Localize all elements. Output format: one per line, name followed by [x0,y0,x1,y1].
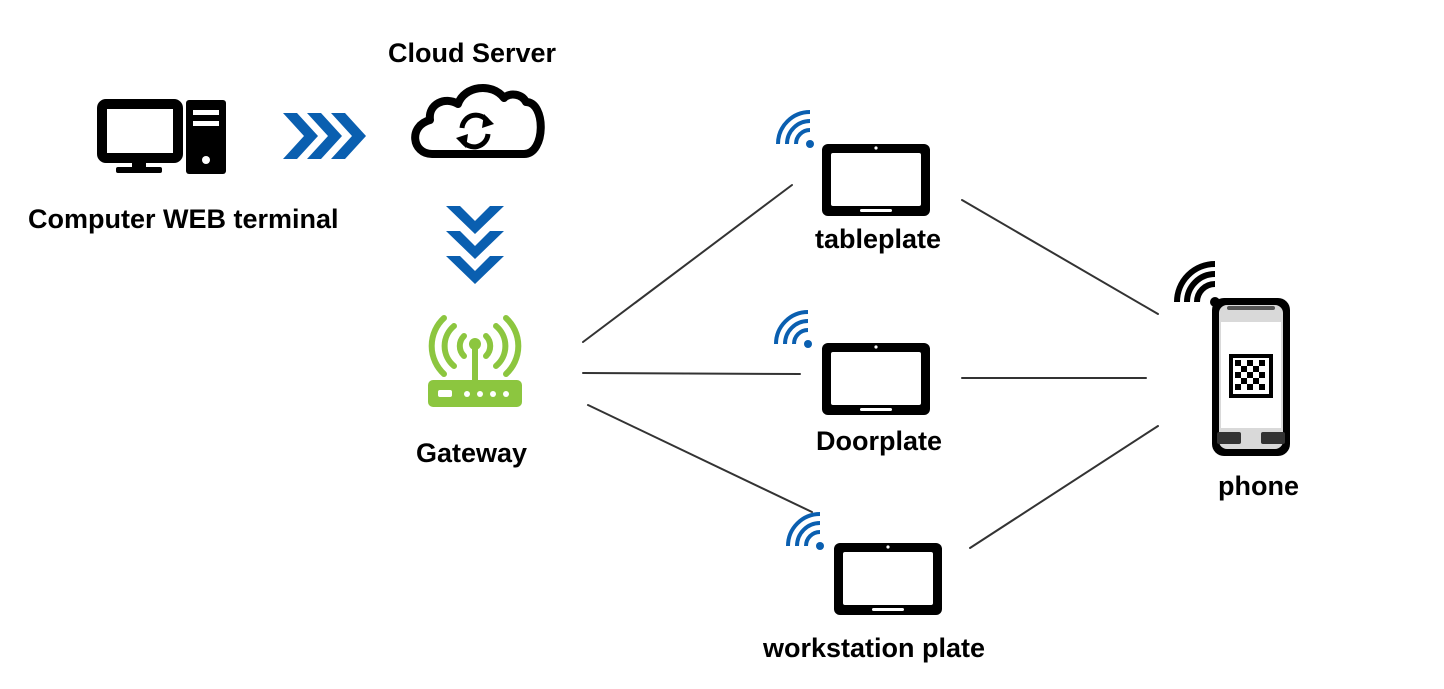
smartphone-qr-icon [1212,298,1290,456]
desktop-computer-icon [97,99,226,174]
line-gateway-tableplate [582,184,793,343]
workstation-wifi-icon [786,512,824,550]
down-chevrons-icon [446,206,504,284]
wifi-router-icon [428,315,522,407]
connector-lines [582,184,1159,549]
tableplate-tablet-icon [822,144,930,216]
cloud-sync-icon [411,84,545,158]
line-tableplate-phone [961,199,1159,315]
cloud-server-label: Cloud Server [388,38,557,68]
gateway-label: Gateway [416,438,528,468]
right-chevrons-icon [283,113,366,159]
doorplate-wifi-icon [774,310,812,348]
line-gateway-doorplate [582,372,801,375]
line-workstation-phone [969,425,1159,549]
phone-label: phone [1218,471,1299,501]
doorplate-tablet-icon [822,343,930,415]
doorplate-label: Doorplate [816,426,943,456]
workstation-plate-label: workstation plate [763,633,986,663]
tableplate-label: tableplate [815,224,942,254]
tableplate-wifi-icon [776,110,814,148]
phone-wifi-icon [1174,261,1220,307]
computer-web-terminal-label: Computer WEB terminal [28,204,339,234]
line-gateway-workstation [587,404,813,513]
workstation-tablet-icon [834,543,942,615]
